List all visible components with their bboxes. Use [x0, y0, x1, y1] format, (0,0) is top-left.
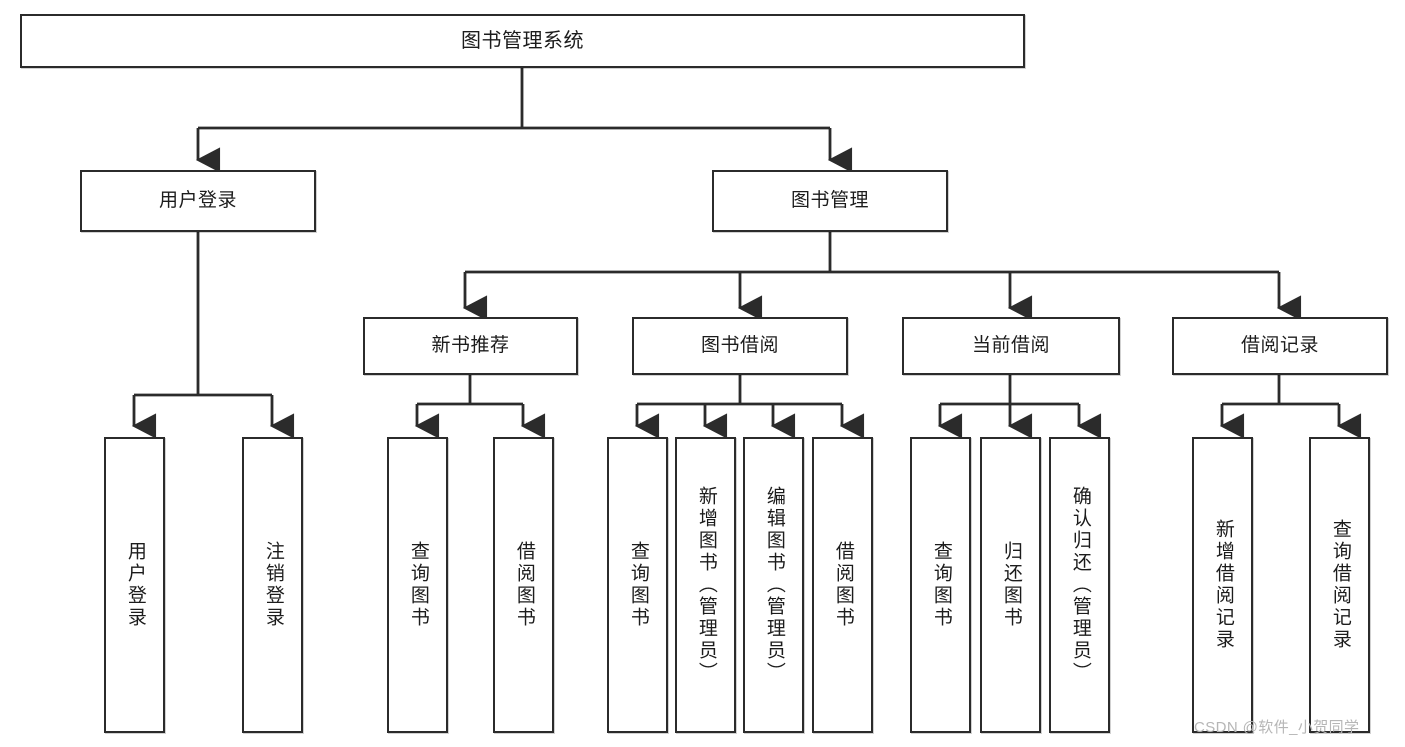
node-current-borrow[interactable]: 当前借阅 — [902, 317, 1120, 375]
node-book-borrow[interactable]: 图书借阅 — [632, 317, 848, 375]
node-user-login[interactable]: 用户登录 — [80, 170, 316, 232]
node-label: 图书管理 — [790, 190, 869, 212]
node-label: 确认归还（管理员） — [1069, 486, 1091, 684]
node-label: 用户登录 — [124, 541, 146, 629]
node-label: 编辑图书（管理员） — [763, 486, 785, 684]
leaf-book-borrow-add-book-admin[interactable]: 新增图书（管理员） — [675, 437, 736, 733]
node-label: 归还图书 — [1000, 541, 1022, 629]
csdn-watermark: CSDN @软件_小贺同学 — [1194, 719, 1360, 736]
node-label: 新增图书（管理员） — [695, 486, 717, 684]
leaf-borrow-record-query-record[interactable]: 查询借阅记录 — [1309, 437, 1370, 733]
node-label: 新书推荐 — [431, 335, 510, 357]
node-label: 用户登录 — [158, 190, 237, 212]
leaf-book-borrow-edit-book-admin[interactable]: 编辑图书（管理员） — [743, 437, 804, 733]
node-label: 查询图书 — [930, 541, 952, 629]
node-new-book-recommend[interactable]: 新书推荐 — [363, 317, 578, 375]
leaf-book-borrow-borrow-book[interactable]: 借阅图书 — [812, 437, 873, 733]
node-label: 借阅记录 — [1240, 335, 1319, 357]
leaf-borrow-record-add-record[interactable]: 新增借阅记录 — [1192, 437, 1253, 733]
leaf-user-login-logout[interactable]: 注销登录 — [242, 437, 303, 733]
node-borrow-record[interactable]: 借阅记录 — [1172, 317, 1388, 375]
leaf-new-book-borrow-book[interactable]: 借阅图书 — [493, 437, 554, 733]
node-book-management[interactable]: 图书管理 — [712, 170, 948, 232]
node-label: 查询借阅记录 — [1329, 519, 1351, 651]
node-label: 新增借阅记录 — [1212, 519, 1234, 651]
leaf-current-borrow-confirm-return-admin[interactable]: 确认归还（管理员） — [1049, 437, 1110, 733]
leaf-current-borrow-return-book[interactable]: 归还图书 — [980, 437, 1041, 733]
node-root-book-management-system[interactable]: 图书管理系统 — [20, 14, 1025, 68]
leaf-new-book-query-book[interactable]: 查询图书 — [387, 437, 448, 733]
node-label: 注销登录 — [262, 541, 284, 629]
node-label: 查询图书 — [627, 541, 649, 629]
leaf-book-borrow-query-book[interactable]: 查询图书 — [607, 437, 668, 733]
node-label: 借阅图书 — [513, 541, 535, 629]
node-label: 当前借阅 — [971, 335, 1050, 357]
leaf-current-borrow-query-book[interactable]: 查询图书 — [910, 437, 971, 733]
node-label: 图书借阅 — [700, 335, 779, 357]
node-label: 图书管理系统 — [461, 29, 584, 52]
node-label: 借阅图书 — [832, 541, 854, 629]
node-label: 查询图书 — [407, 541, 429, 629]
leaf-user-login-login[interactable]: 用户登录 — [104, 437, 165, 733]
